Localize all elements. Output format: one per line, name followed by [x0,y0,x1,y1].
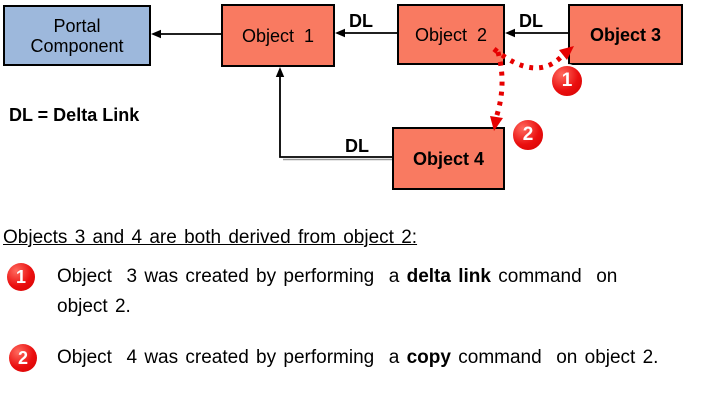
note-2-badge: 2 [9,344,37,372]
portal-label-line2: Component [30,35,124,56]
dl-label-object4-object1: DL [345,136,369,156]
note-1-bold-term: delta link [406,266,491,287]
delta-link-legend: DL = Delta Link [9,105,140,125]
arrow-object1-to-portal [151,29,221,39]
dl-label-object3-object2: DL [519,11,543,31]
object-1-box: Object 1 [221,4,335,67]
note-2-bold-term: copy [406,347,451,368]
arrowhead-up-icon [275,67,285,77]
callout-1-badge: 1 [550,64,584,98]
portal-component-box: Portal Component [3,5,151,66]
notes-heading: Objects 3 and 4 are both derived from ob… [3,227,418,248]
object-4-label: Object 4 [412,148,485,169]
callout-2-badge: 2 [511,118,545,152]
note-2-text-cont: command on object 2. [450,347,659,368]
object-1-label: Object 1 [241,25,315,46]
elbow-arrow-object4-to-object1 [275,67,392,161]
note-1-badge: 1 [7,263,35,291]
arrowhead-left-icon [151,29,161,39]
note-1-text-cont: command on [490,266,618,287]
note-1-text: Object 3 was created by performing a [57,266,407,287]
note-item-1: Object 3 was created by performing a del… [57,262,707,322]
note-item-2: Object 4 was created by performing a cop… [57,343,717,373]
dl-label-object2-object1: DL [349,11,373,31]
object-4-box: Object 4 [392,127,505,190]
object-3-box: Object 3 [568,4,683,65]
portal-label-line1: Portal [53,15,101,36]
note-2-text: Object 4 was created by performing a [57,347,407,368]
note-1-text-line2: object 2. [57,296,131,317]
object-2-box: Object 2 [397,4,505,65]
object-3-label: Object 3 [589,24,662,45]
object-2-label: Object 2 [414,24,488,45]
